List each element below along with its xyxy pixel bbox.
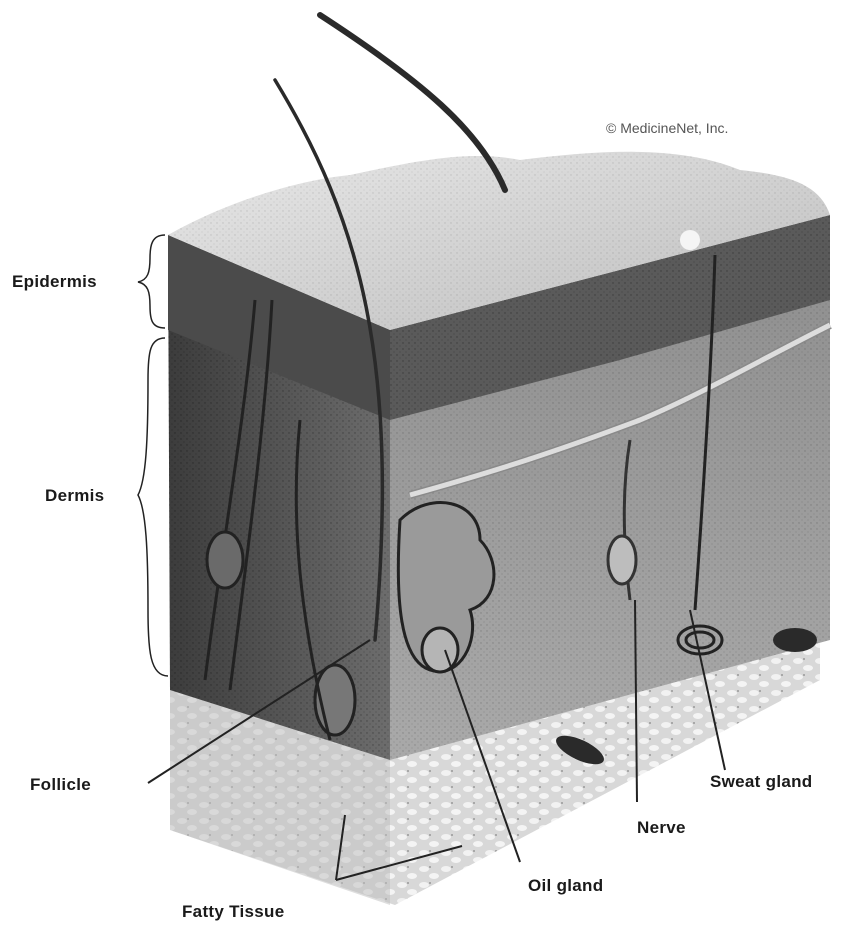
nerve-label: Nerve xyxy=(637,818,686,838)
dermis-brace xyxy=(138,338,168,676)
epidermis-label: Epidermis xyxy=(12,272,97,292)
fatty-tissue-label: Fatty Tissue xyxy=(182,902,285,922)
follicle-label: Follicle xyxy=(30,775,91,795)
sweat-gland-label: Sweat gland xyxy=(710,772,813,792)
epidermis-brace xyxy=(138,235,165,328)
dermis-label: Dermis xyxy=(45,486,104,506)
copyright-text: © MedicineNet, Inc. xyxy=(606,120,728,136)
oil-gland-label: Oil gland xyxy=(528,876,603,896)
